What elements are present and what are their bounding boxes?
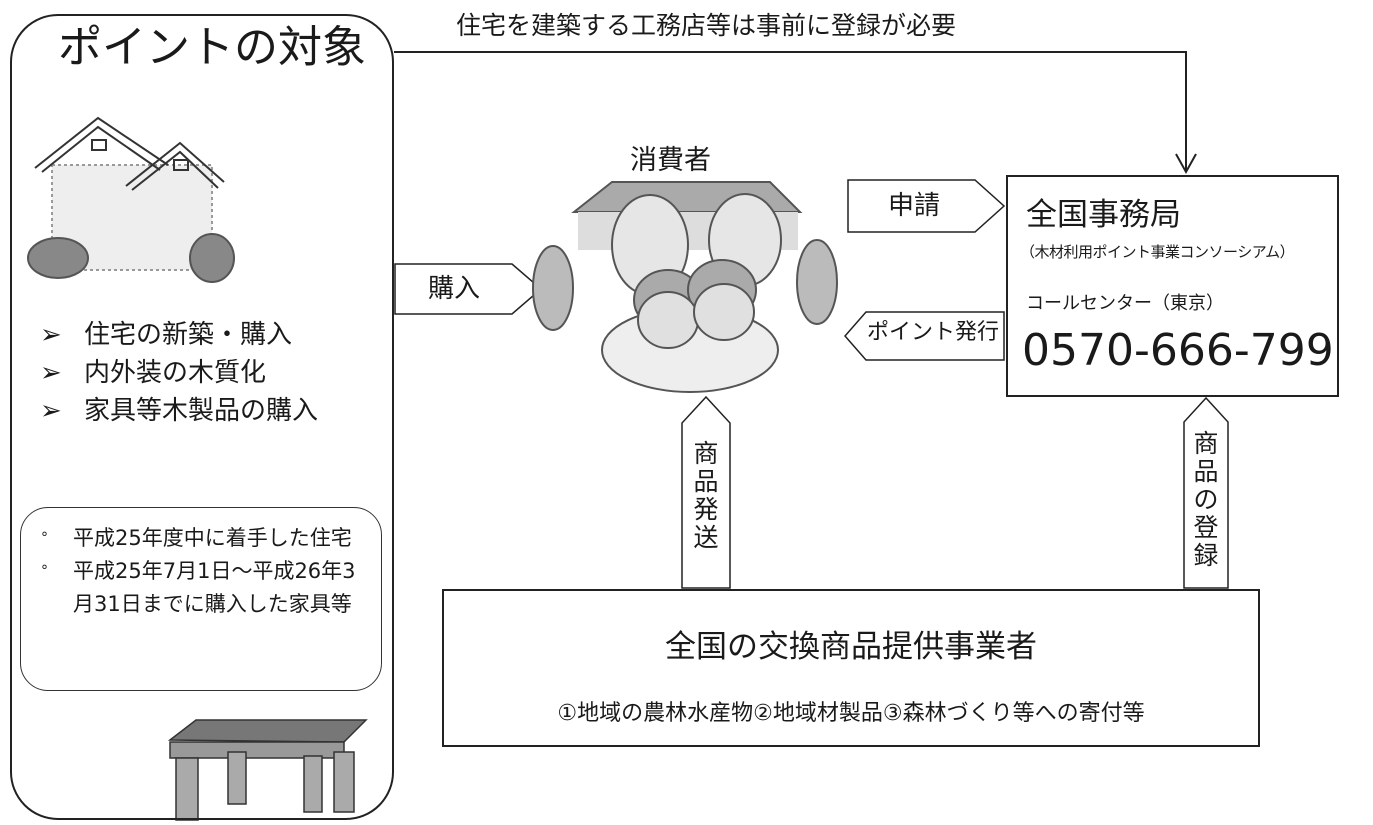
condition-text: 平成25年度中に着手した住宅 (73, 526, 352, 550)
purchase-arrow-label: 購入 (427, 274, 480, 304)
ship-arrow-label: 商品発送 (693, 439, 719, 552)
bullet-text: 住宅の新築・購入 (84, 320, 293, 350)
target-bullet-list: ➢ 住宅の新築・購入 ➢ 内外装の木質化 ➢ 家具等木製品の購入 (40, 316, 318, 430)
ship-arrow-shape (681, 395, 731, 589)
office-subtitle: （木材利用ポイント事業コンソーシアム） (1020, 243, 1295, 261)
bullet-arrow-icon: ➢ (40, 320, 62, 350)
national-office-box: 全国事務局 （木材利用ポイント事業コンソーシアム） コールセンター（東京） 05… (1006, 175, 1339, 397)
bullet-arrow-icon: ➢ (40, 396, 62, 426)
registration-note: 住宅を建築する工務店等は事前に登録が必要 (456, 11, 957, 40)
condition-text: 平成25年7月1日～平成26年3月31日までに購入した家具等 (73, 559, 356, 616)
call-center-label: コールセンター（東京） (1026, 293, 1224, 314)
phone-number: 0570-666-799 (1022, 325, 1334, 376)
conditions-box: ° 平成25年度中に着手した住宅 ° 平成25年7月1日～平成26年3月31日ま… (20, 507, 382, 691)
people-icon (532, 181, 838, 393)
bullet-item: ➢ 内外装の木質化 (40, 354, 318, 392)
bullet-item: ➢ 家具等木製品の購入 (40, 392, 318, 430)
supplier-box: 全国の交換商品提供事業者 ①地域の農林水産物②地域材製品③森林づくり等への寄付等 (442, 589, 1260, 747)
condition-item: ° 平成25年7月1日～平成26年3月31日までに購入した家具等 (41, 555, 371, 621)
registration-connector (394, 51, 1187, 172)
register-arrow-label: 商品の登録 (1193, 429, 1219, 570)
consumer-label: 消費者 (630, 145, 711, 176)
house-icon (27, 116, 235, 283)
issue-arrow-shape (844, 311, 1005, 361)
apply-arrow-shape (847, 179, 1006, 233)
supplier-items: ①地域の農林水産物②地域材製品③森林づくり等への寄付等 (557, 701, 1145, 726)
purchase-arrow-shape (394, 263, 543, 315)
bullet-text: 内外装の木質化 (84, 358, 267, 388)
bullet-dot-icon: ° (41, 530, 48, 546)
apply-arrow-label: 申請 (887, 191, 940, 221)
register-arrow-shape (1183, 396, 1229, 589)
bullet-item: ➢ 住宅の新築・購入 (40, 316, 318, 354)
table-icon (167, 719, 368, 821)
point-target-panel (10, 14, 394, 820)
supplier-name: 全国の交換商品提供事業者 (665, 629, 1037, 665)
office-name: 全国事務局 (1026, 197, 1181, 233)
bullet-arrow-icon: ➢ (40, 358, 62, 388)
bullet-text: 家具等木製品の購入 (84, 396, 319, 426)
issue-arrow-label: ポイント発行 (866, 320, 999, 345)
panel-title: ポイントの対象 (58, 22, 366, 73)
bullet-dot-icon: ° (41, 563, 48, 579)
condition-item: ° 平成25年度中に着手した住宅 (41, 522, 371, 555)
registration-arrowhead (1175, 153, 1197, 175)
